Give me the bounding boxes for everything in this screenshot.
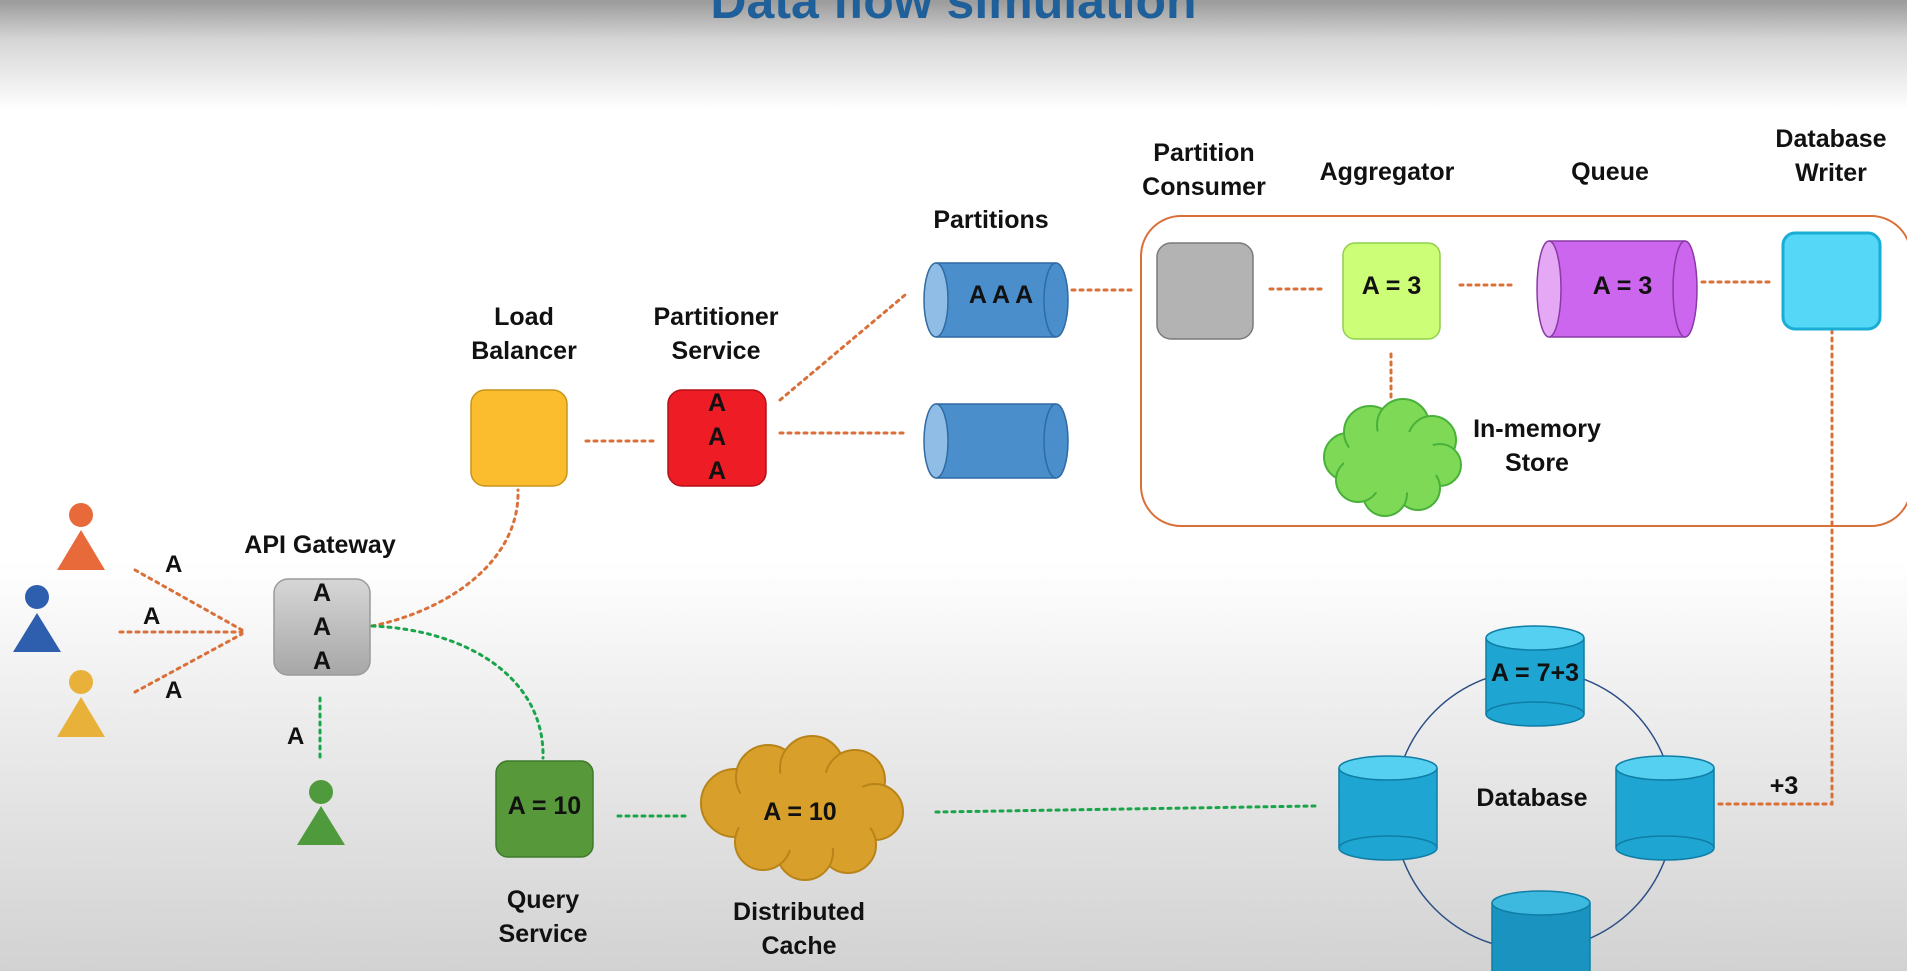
query-service-label-line: Service bbox=[498, 920, 588, 948]
api-gateway-item: A bbox=[312, 647, 332, 675]
partition-1-cylinder bbox=[923, 262, 1069, 338]
partitioner-item: A bbox=[707, 423, 727, 451]
user-icon-orange bbox=[57, 503, 105, 570]
user3-to-gateway-link bbox=[133, 632, 244, 694]
partition-consumer-label-line: Partition bbox=[1153, 139, 1255, 167]
cache-to-database-link bbox=[934, 804, 1317, 814]
load-balancer-node bbox=[470, 389, 568, 487]
in-memory-store-label-line: Store bbox=[1505, 449, 1569, 477]
api-gateway-item: A bbox=[312, 579, 332, 607]
database-writer-node bbox=[1781, 231, 1882, 331]
partitioner-queue: A A A bbox=[668, 386, 766, 488]
partition-1-content: A A A bbox=[968, 281, 1034, 309]
partitioner-service-node bbox=[667, 389, 767, 487]
distributed-cache-value: A = 10 bbox=[763, 798, 837, 826]
api-gateway-item: A bbox=[312, 613, 332, 641]
database-write-label: +3 bbox=[1769, 772, 1799, 800]
partition-consumer-label-line: Consumer bbox=[1142, 173, 1266, 201]
load-balancer-label-line: Balancer bbox=[471, 337, 577, 365]
processing-group-boundary bbox=[1140, 215, 1907, 527]
user-icon-green bbox=[297, 780, 345, 845]
load-balancer-label-line: Load bbox=[494, 303, 554, 331]
partition-consumer-node bbox=[1156, 242, 1254, 340]
gateway-to-queryservice-link bbox=[370, 624, 545, 760]
distributed-cache-cloud bbox=[700, 735, 904, 881]
query-service-node bbox=[495, 760, 594, 858]
gateway-to-loadbalancer-link bbox=[370, 488, 520, 628]
load-balancer-label: Load Balancer bbox=[424, 300, 624, 368]
query-service-value: A = 10 bbox=[507, 792, 582, 820]
in-memory-store-cloud bbox=[1323, 398, 1462, 517]
partitioner-label-line: Partitioner bbox=[653, 303, 779, 331]
queue-cylinder bbox=[1536, 240, 1698, 338]
user1-to-gateway-link bbox=[133, 568, 244, 632]
database-node-top bbox=[1485, 625, 1585, 727]
user-icon-yellow bbox=[57, 670, 105, 737]
database-top-value: A = 7+3 bbox=[1490, 659, 1580, 687]
partitions-label: Partitions bbox=[933, 206, 1049, 234]
partition-consumer-label: Partition Consumer bbox=[1104, 136, 1304, 204]
queue-value: A = 3 bbox=[1592, 272, 1653, 300]
database-node-bottom bbox=[1491, 890, 1591, 971]
api-gateway-node bbox=[273, 578, 371, 676]
api-gateway-queue: A A A bbox=[274, 576, 370, 678]
database-node-left bbox=[1338, 755, 1438, 861]
database-writer-label: Database Writer bbox=[1731, 122, 1907, 190]
queue-label: Queue bbox=[1571, 158, 1649, 186]
partition-2-cylinder bbox=[923, 403, 1069, 479]
user-edge-label-1: A bbox=[165, 551, 183, 578]
aggregator-label: Aggregator bbox=[1319, 158, 1455, 186]
distributed-cache-label-line: Distributed bbox=[733, 898, 865, 926]
partitioner-item: A bbox=[707, 457, 727, 485]
aggregator-node bbox=[1342, 242, 1441, 340]
query-user-edge-label: A bbox=[287, 723, 305, 750]
aggregator-value: A = 3 bbox=[1361, 272, 1422, 300]
database-writer-label-line: Database bbox=[1775, 125, 1887, 153]
database-node-right bbox=[1615, 755, 1715, 861]
user-edge-label-2: A bbox=[143, 603, 161, 630]
partitioner-service-label: Partitioner Service bbox=[616, 300, 816, 368]
distributed-cache-label-line: Cache bbox=[761, 932, 837, 960]
in-memory-store-label-line: In-memory bbox=[1473, 415, 1601, 443]
database-writer-label-line: Writer bbox=[1795, 159, 1867, 187]
partitioner-item: A bbox=[707, 389, 727, 417]
page-title: Data flow simulation bbox=[710, 0, 1197, 29]
database-label: Database bbox=[1476, 784, 1588, 812]
partitioner-label-line: Service bbox=[671, 337, 761, 365]
in-memory-store-label: In-memory Store bbox=[1437, 412, 1637, 480]
user-edge-label-3: A bbox=[165, 677, 183, 704]
dbwriter-to-database-link bbox=[1716, 328, 1834, 806]
user-icon-blue bbox=[13, 585, 61, 652]
query-service-label: Query Service bbox=[443, 883, 643, 951]
api-gateway-label: API Gateway bbox=[244, 531, 396, 559]
query-service-label-line: Query bbox=[506, 886, 580, 914]
distributed-cache-label: Distributed Cache bbox=[699, 895, 899, 963]
partitioner-to-partition1-link bbox=[778, 293, 907, 402]
